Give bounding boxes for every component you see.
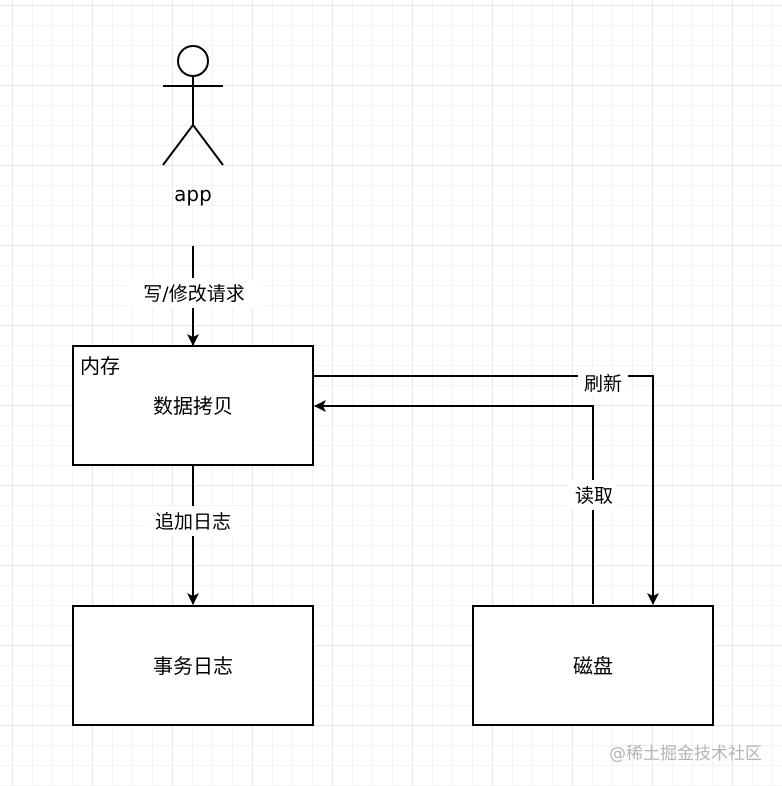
node-memory-label: 数据拷贝 (153, 394, 233, 418)
edge-flush[interactable]: 刷新 (314, 369, 659, 605)
edge-flush-label-bg (578, 369, 628, 395)
edge-append-log-label-bg (146, 506, 240, 536)
edge-flush-label: 刷新 (584, 373, 622, 395)
node-memory[interactable]: 内存 数据拷贝 (72, 345, 314, 466)
node-disk-label: 磁盘 (573, 654, 613, 678)
edge-read-label-bg (568, 480, 618, 510)
edge-read-label: 读取 (575, 485, 613, 507)
edge-request-label: 写/修改请求 (143, 283, 244, 305)
edge-append-log[interactable]: 追加日志 (146, 466, 240, 605)
stick-figure-icon (162, 45, 224, 166)
edge-request-label-bg (128, 278, 260, 308)
edge-flush-line (314, 375, 659, 605)
edge-append-log-label: 追加日志 (155, 511, 231, 533)
node-disk[interactable]: 磁盘 (472, 605, 714, 726)
node-transaction-log-box (72, 605, 314, 726)
node-transaction-log[interactable]: 事务日志 (72, 605, 314, 726)
actor-label: app (174, 182, 212, 206)
edge-read-line (314, 400, 594, 604)
actor-app[interactable]: app (162, 45, 224, 206)
node-memory-container-label: 内存 (80, 354, 120, 378)
node-transaction-log-label: 事务日志 (153, 654, 233, 678)
watermark: @稀土掘金技术社区 (609, 744, 762, 764)
node-disk-box (472, 605, 714, 726)
edge-read[interactable]: 读取 (314, 400, 618, 604)
edge-request[interactable]: 写/修改请求 (128, 246, 260, 346)
node-memory-box (72, 345, 314, 466)
